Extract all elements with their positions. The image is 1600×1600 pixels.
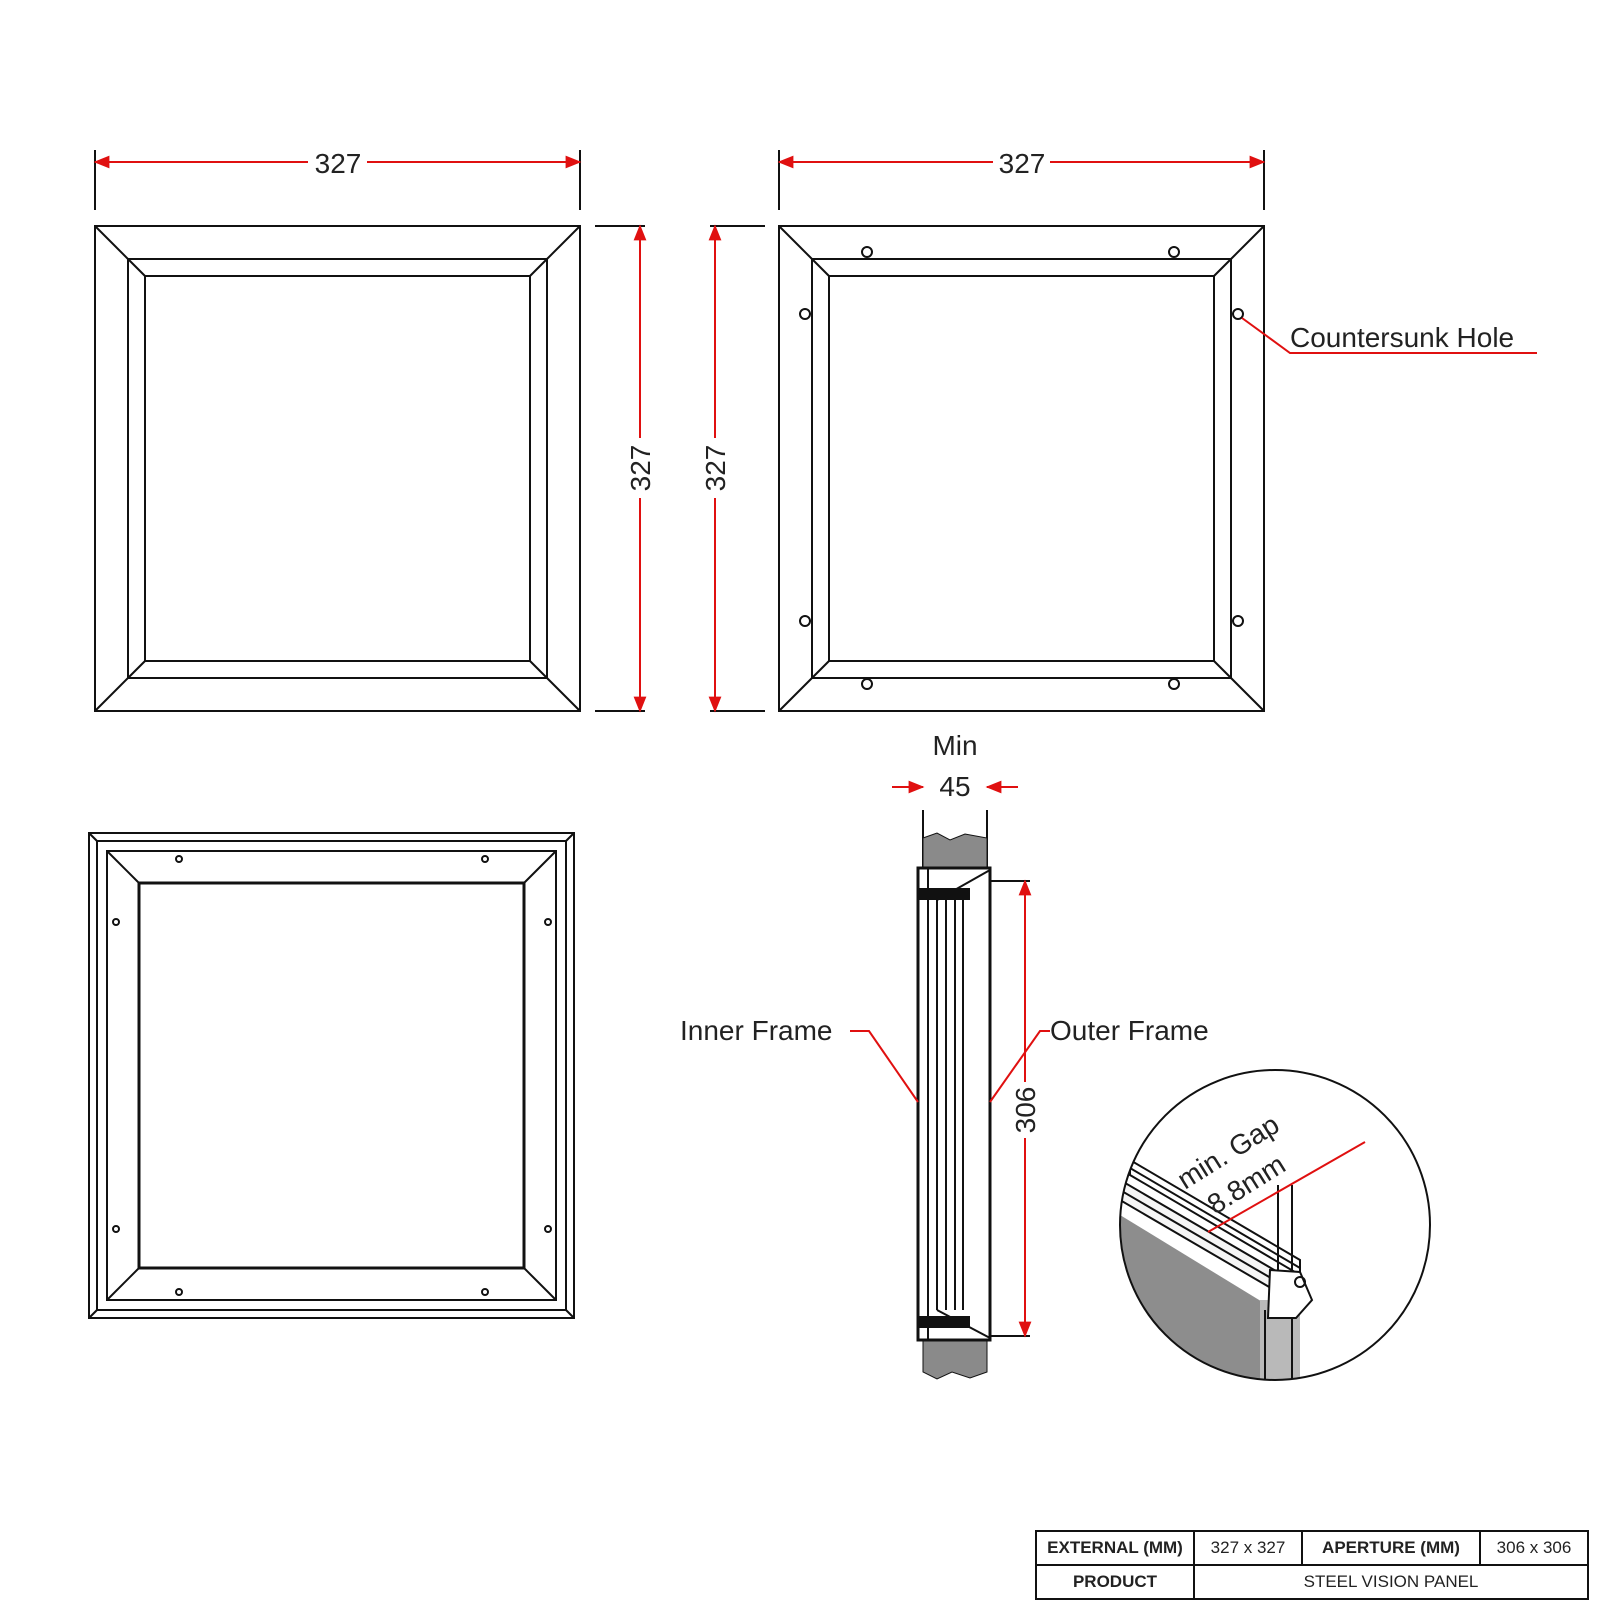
assembled-view [88,832,575,1319]
thickness-label: 45 [939,771,970,802]
rear-height-label: 327 [700,445,731,492]
spec-row-product: PRODUCT STEEL VISION PANEL [1035,1564,1589,1600]
front-view: 327 327 [93,148,656,713]
countersunk-holes [799,246,1244,690]
product-value: STEEL VISION PANEL [1193,1564,1589,1600]
inner-frame-label: Inner Frame [680,1015,833,1046]
rear-width-label: 327 [999,148,1046,179]
spec-row-sizes: EXTERNAL (MM) 327 x 327 APERTURE (MM) 30… [1035,1530,1589,1566]
section-view: Min 45 306 Inner Frame Outer Frame [680,730,1209,1380]
rear-view: 327 327 Countersunk Hole [700,148,1537,713]
aperture-header: APERTURE (MM) [1301,1530,1481,1566]
section-height-label: 306 [1010,1087,1041,1134]
product-header: PRODUCT [1035,1564,1195,1600]
min-label: Min [932,730,977,761]
detail-view: min. Gap 8.8mm [1119,1069,1431,1381]
external-value: 327 x 327 [1193,1530,1303,1566]
aperture-value: 306 x 306 [1479,1530,1589,1566]
spec-table: EXTERNAL (MM) 327 x 327 APERTURE (MM) 30… [1035,1530,1589,1600]
front-width-label: 327 [315,148,362,179]
outer-frame-label: Outer Frame [1050,1015,1209,1046]
front-height-label: 327 [625,445,656,492]
countersunk-hole-label: Countersunk Hole [1290,322,1514,353]
external-header: EXTERNAL (MM) [1035,1530,1195,1566]
screw-holes [112,855,552,1296]
